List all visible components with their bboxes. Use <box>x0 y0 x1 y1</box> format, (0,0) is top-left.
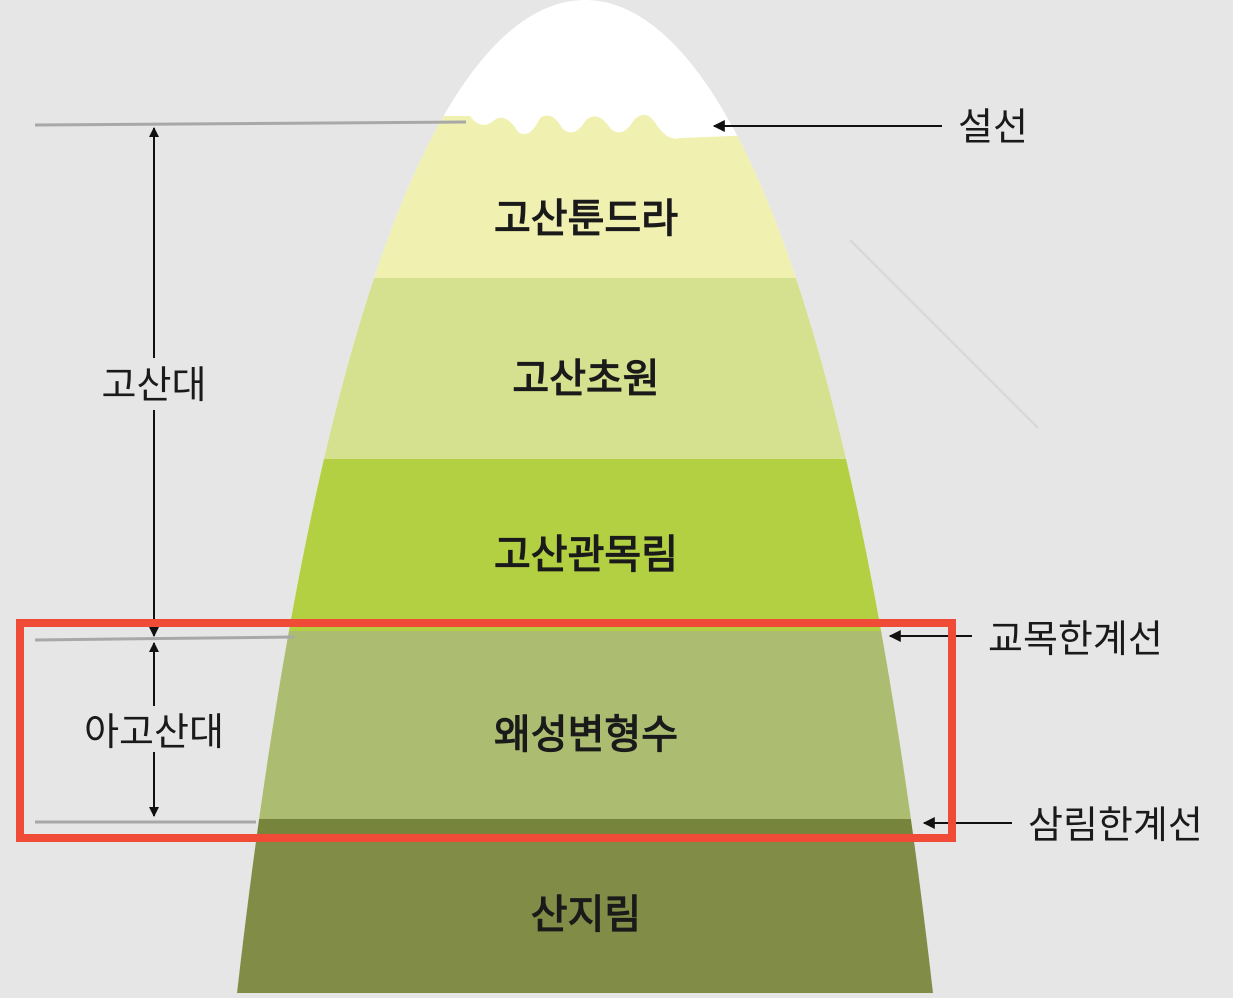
zone-alpine-shrub <box>237 459 933 631</box>
label-subalpine-belt: 아고산대 <box>84 710 224 754</box>
zone-montane-forest <box>237 839 933 993</box>
label-alpine-shrub: 고산관목림 <box>494 532 678 578</box>
label-forest-line: 삼림한계선 <box>1028 803 1203 847</box>
subalpine-highlight-box <box>16 619 956 842</box>
label-montane-forest: 산지림 <box>531 892 641 938</box>
label-alpine-meadow: 고산초원 <box>512 356 659 402</box>
label-alpine-belt: 고산대 <box>102 363 207 407</box>
decorative-diagonal-line <box>849 239 1039 429</box>
tree-line-guide <box>34 635 295 642</box>
label-snow-line: 설선 <box>958 105 1028 149</box>
label-tree-line: 교목한계선 <box>988 617 1163 661</box>
label-krummholz: 왜성변형수 <box>494 712 678 758</box>
zone-krummholz <box>237 631 933 819</box>
snow-line-guide <box>34 120 467 127</box>
label-alpine-tundra: 고산툰드라 <box>494 196 678 242</box>
